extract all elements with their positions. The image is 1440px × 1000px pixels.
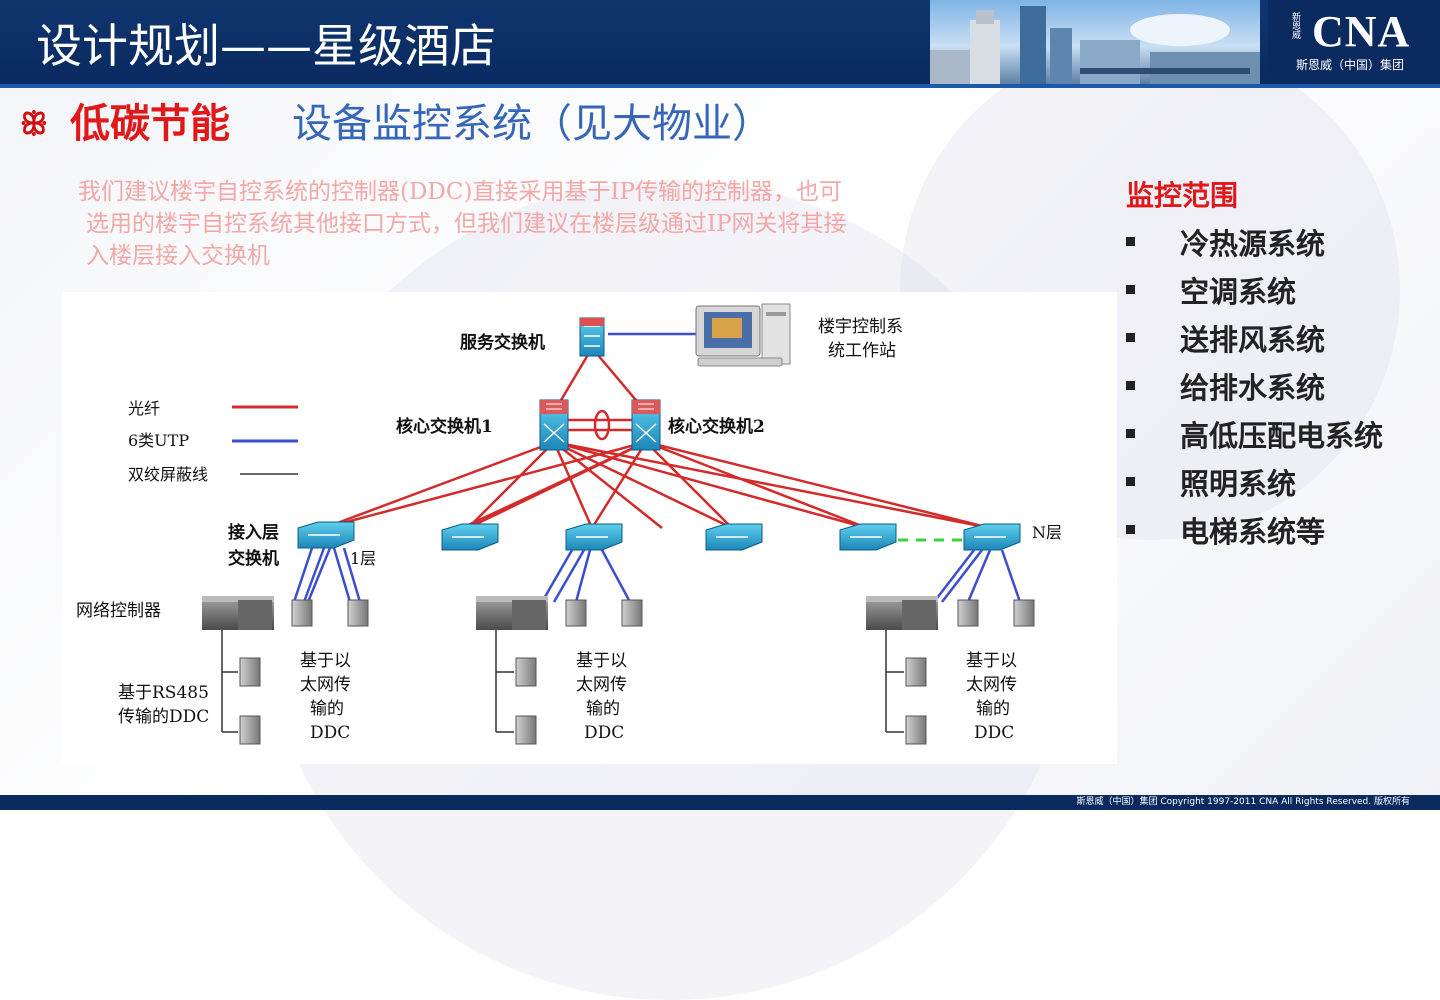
access-switch-icon bbox=[565, 523, 623, 551]
eth-ddc-label: 输的 bbox=[976, 699, 1010, 719]
rs485-ddc-icon bbox=[515, 657, 537, 687]
fiber-links bbox=[323, 347, 991, 530]
company-logo: 新恩威 CNA 斯恩威（中国）集团 bbox=[1268, 0, 1440, 84]
link-aggregation-ring bbox=[593, 409, 611, 441]
scope-title: 监控范围 bbox=[1126, 179, 1239, 212]
eth-ddc-label: 基于以 bbox=[966, 651, 1017, 671]
eth-ddc-label: 输的 bbox=[586, 699, 620, 719]
floor-n-label: N层 bbox=[1032, 523, 1062, 542]
network-controller-icon bbox=[202, 596, 274, 630]
logo-vertical-text: 新恩威 bbox=[1292, 13, 1302, 41]
access-switch-icon bbox=[839, 523, 897, 551]
workstation-label-line2: 统工作站 bbox=[828, 341, 896, 361]
description-line: 入楼层接入交换机 bbox=[86, 243, 270, 269]
bullet-icon bbox=[1126, 477, 1135, 486]
access-switch-icon bbox=[963, 523, 1021, 551]
logo-subtitle: 斯恩威（中国）集团 bbox=[1296, 58, 1405, 72]
eth-ddc-label: 基于以 bbox=[576, 651, 627, 671]
legend-utp-label: 6类UTP bbox=[128, 431, 189, 450]
rs485-label-line2: 传输的DDC bbox=[118, 707, 209, 727]
access-switch-icon bbox=[441, 523, 499, 551]
bullet-icon bbox=[1126, 381, 1135, 390]
eth-ddc-label: 基于以 bbox=[300, 651, 351, 671]
eth-ddc-label: DDC bbox=[310, 723, 350, 743]
bullet-icon bbox=[1126, 333, 1135, 342]
description-line: 我们建议楼宇自控系统的控制器(DDC)直接采用基于IP传输的控制器，也可 bbox=[78, 179, 842, 205]
list-item-label: 送排风系统 bbox=[1180, 323, 1326, 357]
eth-ddc-label: 太网传 bbox=[576, 675, 627, 695]
ethernet-ddc-label-group: 基于以 太网传 输的 DDC bbox=[576, 651, 627, 743]
rs485-ddc-icon bbox=[515, 715, 537, 745]
network-diagram: 光纤 6类UTP 双绞屏蔽线 服务交换机 楼宇控制系 统工作站 bbox=[62, 292, 1117, 764]
rs485-ddc-icon bbox=[239, 715, 261, 745]
decorative-swirl-icon: ꕥ bbox=[20, 107, 48, 142]
footer-bar: 斯恩威（中国）集团 Copyright 1997-2011 CNA All Ri… bbox=[0, 795, 1440, 810]
ethernet-ddc-label-group: 基于以 太网传 输的 DDC bbox=[300, 651, 351, 743]
list-item-label: 照明系统 bbox=[1180, 467, 1297, 501]
eth-ddc-label: DDC bbox=[584, 723, 624, 743]
service-switch-label: 服务交换机 bbox=[460, 332, 545, 353]
core-switch-2-icon bbox=[631, 399, 661, 451]
eth-ddc-label: 太网传 bbox=[966, 675, 1017, 695]
rs485-ddc-icon bbox=[905, 715, 927, 745]
network-controller-label: 网络控制器 bbox=[76, 601, 161, 621]
core-switch-1-label: 核心交换机1 bbox=[396, 416, 493, 437]
eth-ddc-label: DDC bbox=[974, 723, 1014, 743]
legend-fiber-label: 光纤 bbox=[128, 399, 160, 418]
bullet-icon bbox=[1126, 429, 1135, 438]
rs485-ddc-icon bbox=[905, 657, 927, 687]
access-layer-label-line2: 交换机 bbox=[228, 548, 279, 569]
bullet-icon bbox=[1126, 237, 1135, 246]
logo-cna: CNA bbox=[1312, 7, 1411, 56]
rs485-label-line1: 基于RS485 bbox=[118, 683, 209, 703]
legend: 光纤 6类UTP 双绞屏蔽线 bbox=[128, 399, 298, 484]
service-switch-icon bbox=[579, 317, 605, 357]
heading-blue-label: 设备监控系统（见大物业） bbox=[292, 101, 772, 147]
core-switch-2-label: 核心交换机2 bbox=[668, 416, 765, 437]
access-switch-icon bbox=[297, 521, 355, 549]
ddc-device-icon bbox=[957, 599, 979, 627]
list-item-label: 高低压配电系统 bbox=[1180, 419, 1384, 453]
page-title: 设计规划——星级酒店 bbox=[36, 19, 496, 73]
access-layer-label-line1: 接入层 bbox=[228, 522, 279, 543]
description-line: 选用的楼宇自控系统其他接口方式，但我们建议在楼层级通过IP网关将其接 bbox=[86, 211, 847, 237]
bullet-icon bbox=[1126, 525, 1135, 534]
header-cityscape-image bbox=[930, 0, 1260, 84]
utp-downlinks bbox=[292, 547, 1022, 603]
ddc-device-icon bbox=[347, 599, 369, 627]
header-bar: 设计规划——星级酒店 新恩威 CNA 斯恩威（中国）集团 bbox=[0, 0, 1440, 84]
workstation-label-line1: 楼宇控制系 bbox=[818, 317, 903, 337]
bullet-icon bbox=[1126, 285, 1135, 294]
ethernet-ddc-label-group: 基于以 太网传 输的 DDC bbox=[966, 651, 1017, 743]
header-underline bbox=[0, 84, 1440, 88]
shielded-bus-lines bbox=[221, 630, 904, 733]
network-controller-icon bbox=[476, 596, 548, 630]
list-item-label: 冷热源系统 bbox=[1180, 227, 1326, 261]
workstation-computer-icon bbox=[695, 303, 791, 367]
access-switch-icon bbox=[705, 523, 763, 551]
ddc-device-icon bbox=[621, 599, 643, 627]
rs485-ddc-icon bbox=[239, 657, 261, 687]
ddc-device-icon bbox=[565, 599, 587, 627]
ddc-device-icon bbox=[1013, 599, 1035, 627]
list-item-label: 电梯系统等 bbox=[1180, 515, 1326, 549]
description-paragraph: 我们建议楼宇自控系统的控制器(DDC)直接采用基于IP传输的控制器，也可 选用的… bbox=[78, 176, 1018, 272]
floor-1-label: 1层 bbox=[350, 549, 376, 568]
list-item-label: 空调系统 bbox=[1180, 275, 1297, 309]
heading-red-label: 低碳节能 bbox=[70, 101, 230, 147]
ddc-device-icon bbox=[291, 599, 313, 627]
legend-shielded-label: 双绞屏蔽线 bbox=[128, 465, 208, 484]
core-switch-1-icon bbox=[539, 399, 569, 451]
eth-ddc-label: 太网传 bbox=[300, 675, 351, 695]
network-diagram-svg: 光纤 6类UTP 双绞屏蔽线 服务交换机 楼宇控制系 统工作站 bbox=[76, 303, 1062, 745]
eth-ddc-label: 输的 bbox=[310, 699, 344, 719]
list-item-label: 给排水系统 bbox=[1180, 371, 1326, 405]
copyright-text: 斯恩威（中国）集团 Copyright 1997-2011 CNA All Ri… bbox=[1076, 797, 1410, 807]
network-controller-icon bbox=[866, 596, 938, 630]
